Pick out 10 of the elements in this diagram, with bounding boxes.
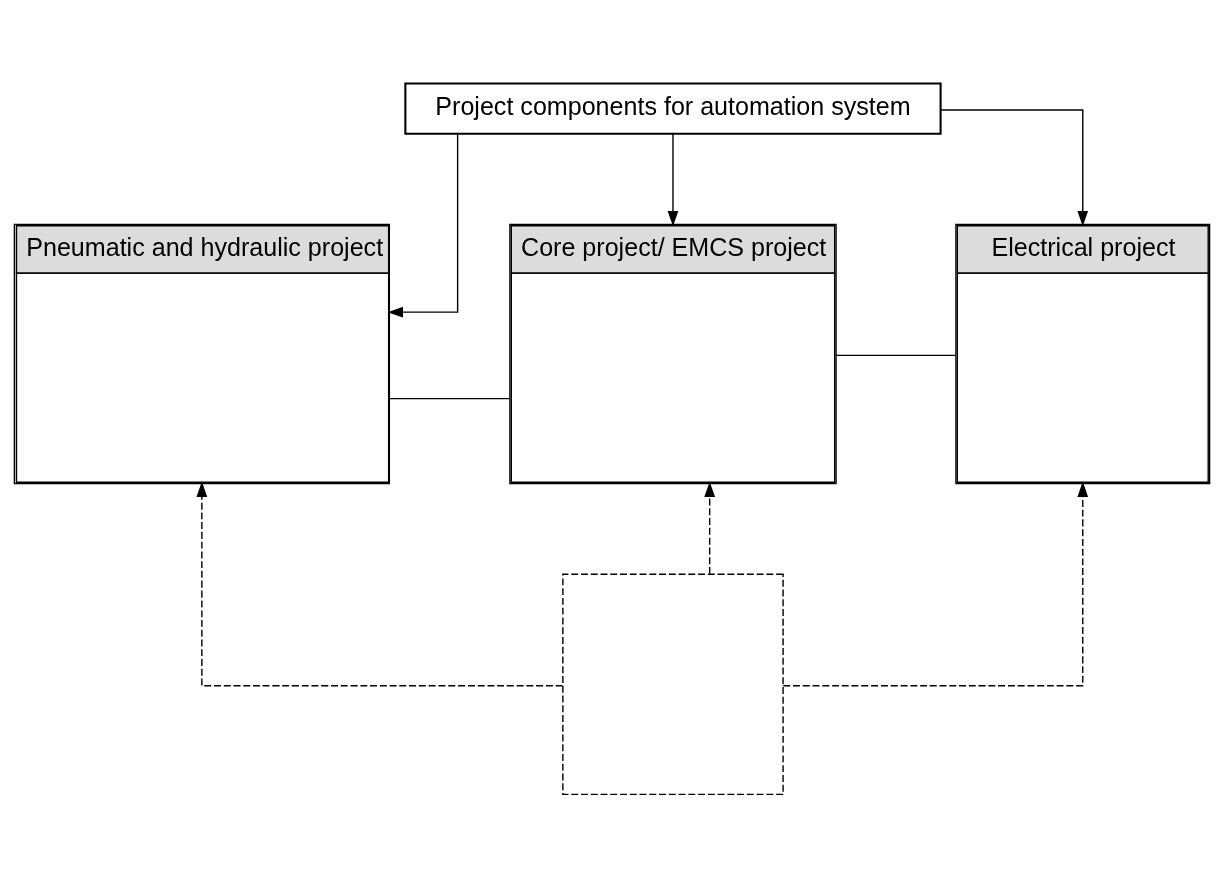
arrow: [704, 481, 716, 575]
arrow: [667, 132, 679, 226]
arrow: [387, 132, 459, 318]
connector: [388, 397, 511, 399]
node-box: [562, 573, 784, 795]
arrow: [196, 481, 564, 686]
connector: [835, 354, 957, 356]
arrow: [940, 108, 1089, 226]
arrow: [782, 481, 1089, 686]
node-box: Project components for automation system: [404, 82, 942, 135]
